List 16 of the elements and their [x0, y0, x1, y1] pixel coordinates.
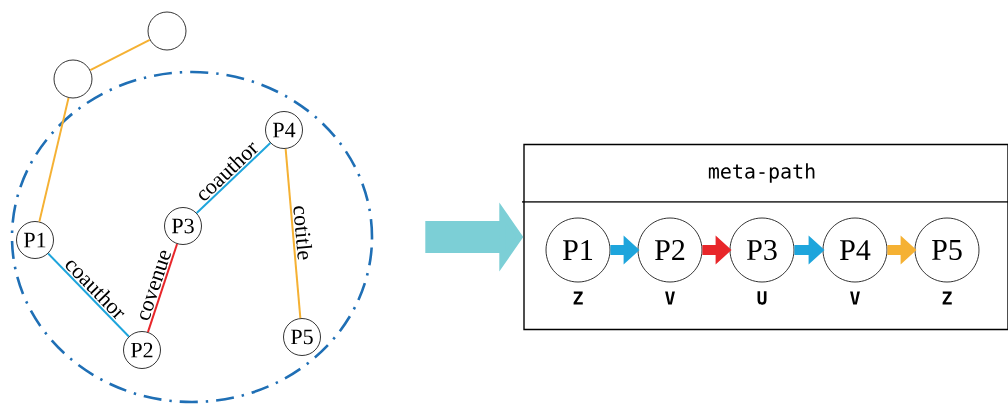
connector-line — [89, 38, 151, 72]
dashed-ellipse — [10, 70, 374, 404]
node-caption: Z — [573, 291, 583, 305]
node-caption: V — [665, 291, 675, 305]
connector-line — [195, 142, 272, 214]
connector-line — [47, 252, 130, 338]
node-caption: V — [850, 291, 860, 305]
node-caption: U — [757, 291, 767, 305]
connector-line — [38, 96, 70, 223]
edge-label: covenue — [140, 250, 171, 320]
connector-line — [284, 147, 302, 320]
edge-label: cotitle — [293, 206, 313, 260]
connector-line — [146, 242, 179, 334]
empty-circle — [147, 11, 187, 51]
node-caption: Z — [942, 291, 952, 305]
empty-circle — [53, 59, 93, 99]
